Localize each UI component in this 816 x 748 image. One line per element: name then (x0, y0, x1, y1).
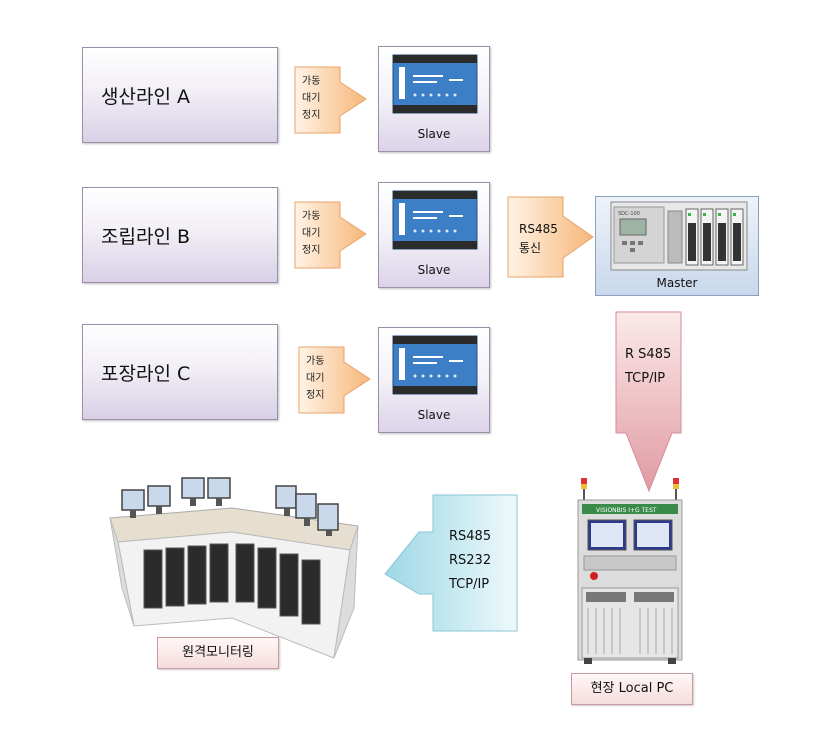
line-label-a: 생산라인 A (101, 86, 190, 108)
local-pc-rack-icon: VISIONBIS I+G TEST (577, 478, 683, 664)
status-wait-a: 대기 (302, 92, 320, 104)
monitoring-console-icon (109, 477, 359, 659)
status-arrow-a: 가동 대기 정지 (294, 66, 367, 134)
status-stop-b: 정지 (302, 244, 320, 256)
master-box: SDC-100 Master (595, 196, 759, 296)
status-run-c: 가동 (306, 355, 324, 367)
svg-text:SDC-100: SDC-100 (618, 211, 640, 217)
down-rs485-label: R S485 (625, 347, 671, 362)
left-tcpip-label: TCP/IP (448, 577, 489, 592)
left-rs232-label: RS232 (449, 553, 491, 568)
svg-text:VISIONBIS I+G TEST: VISIONBIS I+G TEST (596, 507, 657, 514)
status-stop-a: 정지 (302, 109, 320, 121)
local-pc-label: 현장 Local PC (571, 673, 693, 705)
status-stop-c: 정지 (306, 389, 324, 401)
line-box-c: 포장라인 C (82, 324, 278, 420)
status-arrow-c: 가동 대기 정지 (298, 346, 371, 414)
line-label-c: 포장라인 C (101, 363, 191, 385)
rs485-label: RS485 (519, 222, 558, 236)
line-label-b: 조립라인 B (101, 226, 190, 248)
slave-label-b: Slave (417, 263, 451, 277)
slave-box-c: Slave (378, 327, 490, 433)
status-wait-c: 대기 (306, 372, 324, 384)
monitoring-label: 원격모니터링 (157, 637, 279, 669)
slave-module-icon (392, 54, 478, 114)
slave-label-a: Slave (417, 127, 451, 141)
slave-label-c: Slave (417, 408, 451, 422)
down-arrow: R S485 TCP/IP (615, 311, 682, 493)
line-box-b: 조립라인 B (82, 187, 278, 283)
master-device-icon: SDC-100 (610, 201, 748, 271)
slave-box-b: Slave (378, 182, 490, 288)
slave-module-icon (392, 335, 478, 395)
master-label: Master (656, 276, 698, 290)
status-wait-b: 대기 (302, 227, 320, 239)
status-run-a: 가동 (302, 75, 320, 87)
line-box-a: 생산라인 A (82, 47, 278, 143)
left-rs485-label: RS485 (449, 529, 491, 544)
status-arrow-b: 가동 대기 정지 (294, 201, 367, 269)
status-run-b: 가동 (302, 210, 320, 222)
down-tcpip-label: TCP/IP (624, 371, 665, 386)
comm-label: 통신 (519, 241, 541, 255)
slave-box-a: Slave (378, 46, 490, 152)
left-arrow: RS485 RS232 TCP/IP (384, 494, 518, 632)
slave-module-icon (392, 190, 478, 250)
rs485-comm-arrow: RS485 통신 (507, 196, 594, 278)
